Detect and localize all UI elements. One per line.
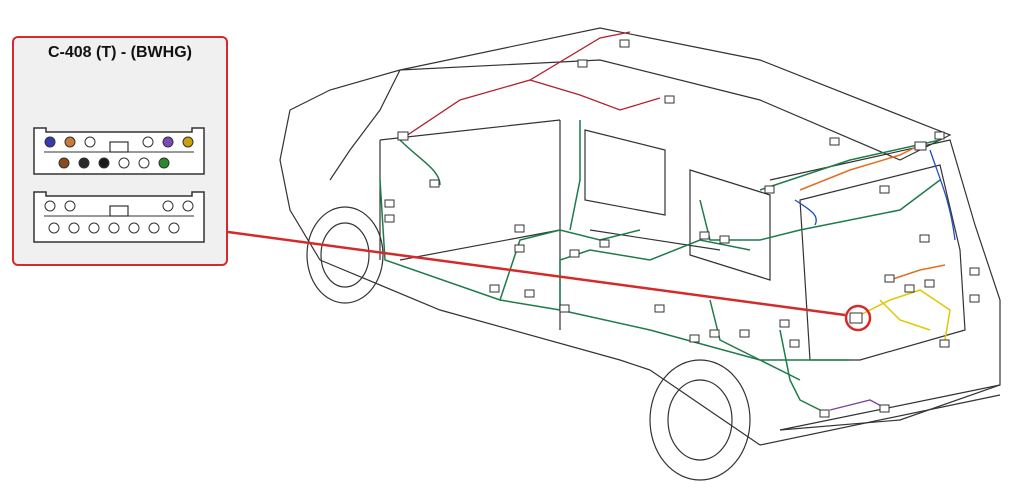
connector-pin [162,136,174,148]
connector-pin [118,157,130,169]
roof-harness [399,31,661,141]
connector-pin [162,200,174,212]
orange-harness [799,144,946,281]
connector-pin [88,222,100,234]
connector-pin [68,222,80,234]
connector-pin [48,222,60,234]
connector-face-female [33,191,205,243]
connector-boxes [384,39,980,418]
connector-pin [78,157,90,169]
connector-title: C-408 (T) - (BWHG) [48,44,192,61]
female-bottom-pins [48,222,180,234]
connector-pin [98,157,110,169]
connector-face-views [33,127,205,243]
connector-pin [168,222,180,234]
callout-line [227,230,846,317]
rear-harness [859,289,951,341]
connector-pin [158,157,170,169]
connector-detail-panel: C-408 (T) - (BWHG) [12,36,228,266]
connector-pin [148,222,160,234]
female-top-pins [44,200,194,212]
connector-pin [58,157,70,169]
connector-pin [138,157,150,169]
connector-pin [108,222,120,234]
purple-harness [829,399,886,411]
connector-pin [182,136,194,148]
connector-pin [142,136,154,148]
connector-pin [64,136,76,148]
male-bottom-pins [58,157,170,169]
blue-harness [794,149,956,241]
connector-face-male [33,127,205,175]
connector-pin [84,136,96,148]
connector-pin [44,136,56,148]
male-top-pins [44,136,194,148]
vehicle-outline [279,27,1001,481]
connector-pin [182,200,194,212]
connector-pin [128,222,140,234]
callout-circle [844,304,872,332]
connector-pin [64,200,76,212]
connector-pin [44,200,56,212]
